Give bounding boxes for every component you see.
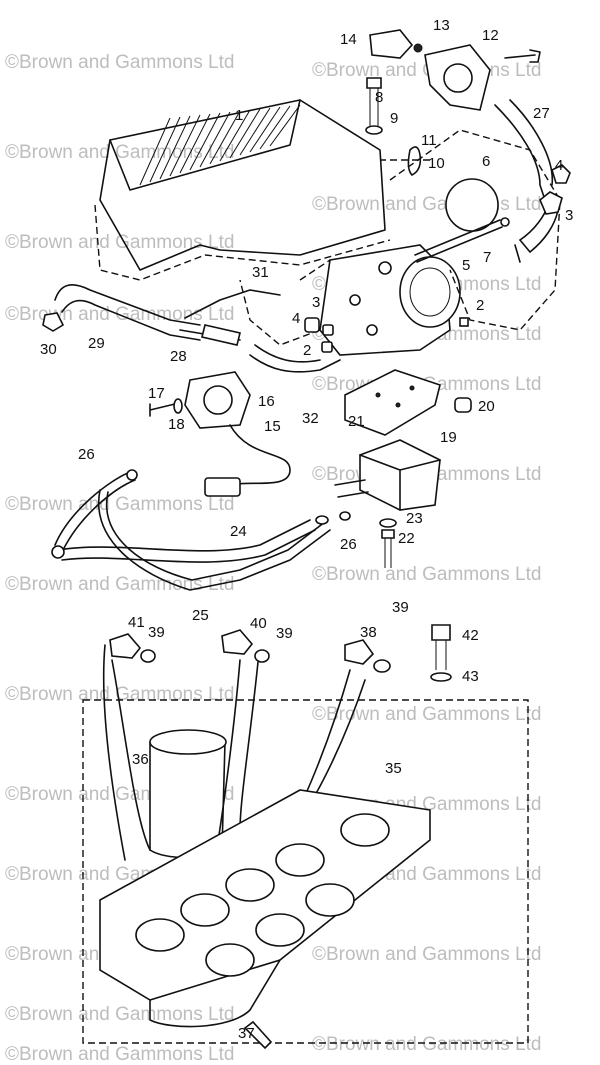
part-callout-10: 10: [428, 155, 445, 172]
part-callout-19: 19: [440, 429, 457, 446]
part-callout-16: 16: [258, 393, 275, 410]
part-callout-7: 7: [483, 249, 491, 266]
part-callout-4: 4: [555, 157, 563, 174]
part-callout-3: 3: [565, 207, 573, 224]
part-callout-43: 43: [462, 668, 479, 685]
watermark-text: ©Brown and Gammons Ltd: [5, 574, 234, 595]
watermark-text: ©Brown and Gammons Ltd: [312, 564, 541, 585]
part-callout-26: 26: [340, 536, 357, 553]
part-callout-11: 11: [421, 132, 437, 149]
part-callout-28: 28: [170, 348, 187, 365]
watermark-text: ©Brown and Gammons Ltd: [5, 232, 234, 253]
watermark-text: ©Brown and Gammons Ltd: [5, 142, 234, 163]
part-callout-35: 35: [385, 760, 402, 777]
part-callout-41: 41: [128, 614, 145, 631]
part-callout-32: 32: [302, 410, 319, 427]
part-callout-25: 25: [192, 607, 209, 624]
part-callout-30: 30: [40, 341, 57, 358]
part-callout-4: 4: [292, 310, 300, 327]
part-callout-22: 22: [398, 530, 415, 547]
part-callout-13: 13: [433, 17, 450, 34]
part-callout-1: 1: [235, 107, 243, 124]
part-callout-21: 21: [348, 413, 365, 430]
part-callout-14: 14: [340, 31, 357, 48]
part-callout-6: 6: [482, 153, 490, 170]
throttle-body: [239, 244, 461, 356]
part-callout-37: 37: [238, 1025, 255, 1042]
part-callout-2: 2: [476, 297, 484, 314]
part-callout-36: 36: [132, 751, 149, 768]
bracket-plate: [380, 129, 561, 331]
part-callout-5: 5: [462, 257, 470, 274]
part-callout-29: 29: [88, 335, 105, 352]
part-callout-3: 3: [312, 294, 320, 311]
part-callout-20: 20: [478, 398, 495, 415]
watermark-text: ©Brown and Gammons Ltd: [5, 1004, 234, 1025]
part-callout-9: 9: [390, 110, 398, 127]
watermark-text: ©Brown and Gammons Ltd: [312, 704, 541, 725]
part-callout-26: 26: [78, 446, 95, 463]
plenum-chamber: [94, 99, 391, 281]
part-callout-17: 17: [148, 385, 165, 402]
part-callout-8: 8: [375, 89, 383, 106]
part-callout-40: 40: [250, 615, 267, 632]
part-callout-31: 31: [252, 264, 269, 281]
part-callout-39: 39: [276, 625, 293, 642]
part-callout-2: 2: [303, 342, 311, 359]
part-callout-39: 39: [148, 624, 165, 641]
part-callout-27: 27: [533, 105, 550, 122]
watermark-text: ©Brown and Gammons Ltd: [5, 52, 234, 73]
watermark-text: ©Brown and Gammons Ltd: [5, 494, 234, 515]
part-callout-24: 24: [230, 523, 247, 540]
watermark-text: ©Brown and Gammons Ltd: [5, 1044, 234, 1065]
part-callout-38: 38: [360, 624, 377, 641]
part-callout-12: 12: [482, 27, 499, 44]
part-callout-23: 23: [406, 510, 423, 527]
watermark-text: ©Brown and Gammons Ltd: [312, 944, 541, 965]
part-callout-15: 15: [264, 418, 281, 435]
watermark-text: ©Brown and Gammons Ltd: [312, 1034, 541, 1055]
part-callout-18: 18: [168, 416, 185, 433]
part-callout-42: 42: [462, 627, 479, 644]
part-callout-39: 39: [392, 599, 409, 616]
